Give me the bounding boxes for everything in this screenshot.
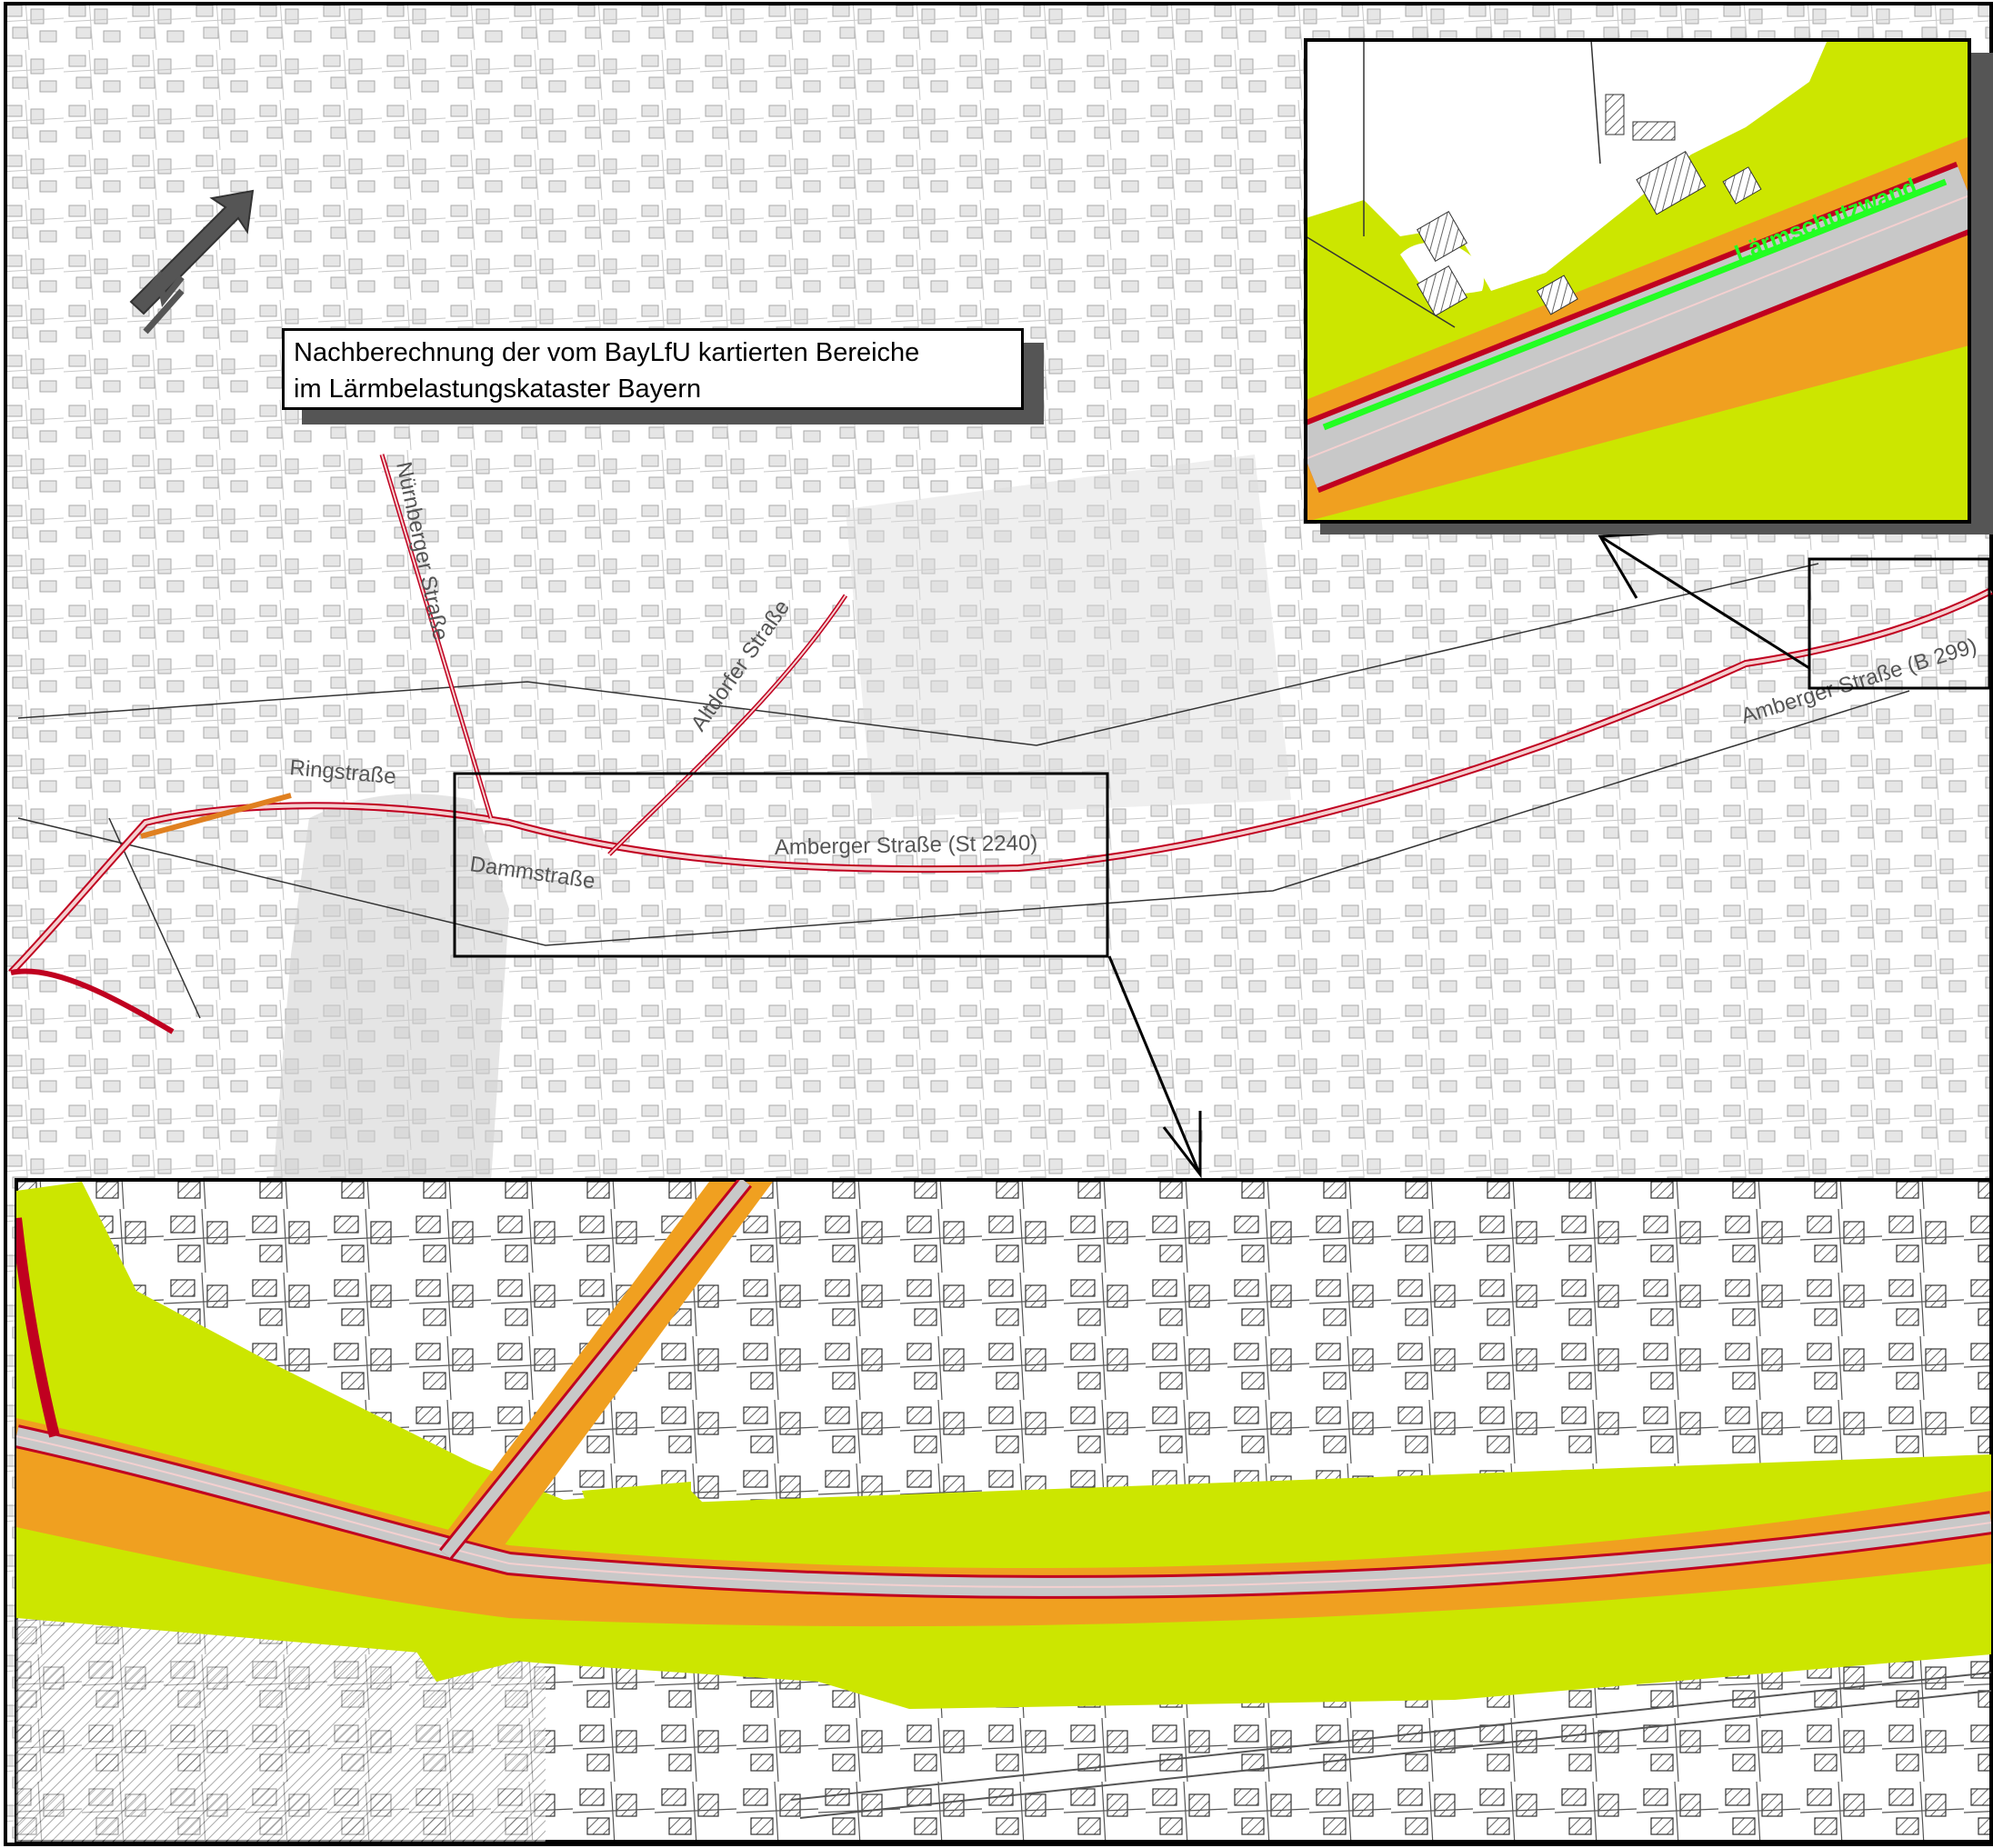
street-label-amberger-st: Amberger Straße (St 2240) [775, 831, 1038, 860]
residential-area [846, 455, 1291, 818]
main-road-overview [8, 454, 1993, 1034]
north-arrow-icon [129, 189, 255, 335]
map-title-line2: im Lärmbelastungskataster Bayern [294, 375, 702, 404]
old-town-area [273, 794, 509, 1182]
inset-bottom [15, 1178, 1993, 1843]
detail-frame-center [453, 772, 1109, 958]
map-title-box: Nachberechnung der vom BayLfU kartierten… [282, 328, 1024, 410]
pointer-arrows [1107, 531, 1810, 1179]
noise-wall [1322, 178, 1948, 431]
detail-frame-east [1808, 557, 1991, 690]
map-title-line1: Nachberechnung der vom BayLfU kartierten… [294, 338, 920, 367]
inset-top: Lärmschutzwand [1304, 38, 1971, 524]
